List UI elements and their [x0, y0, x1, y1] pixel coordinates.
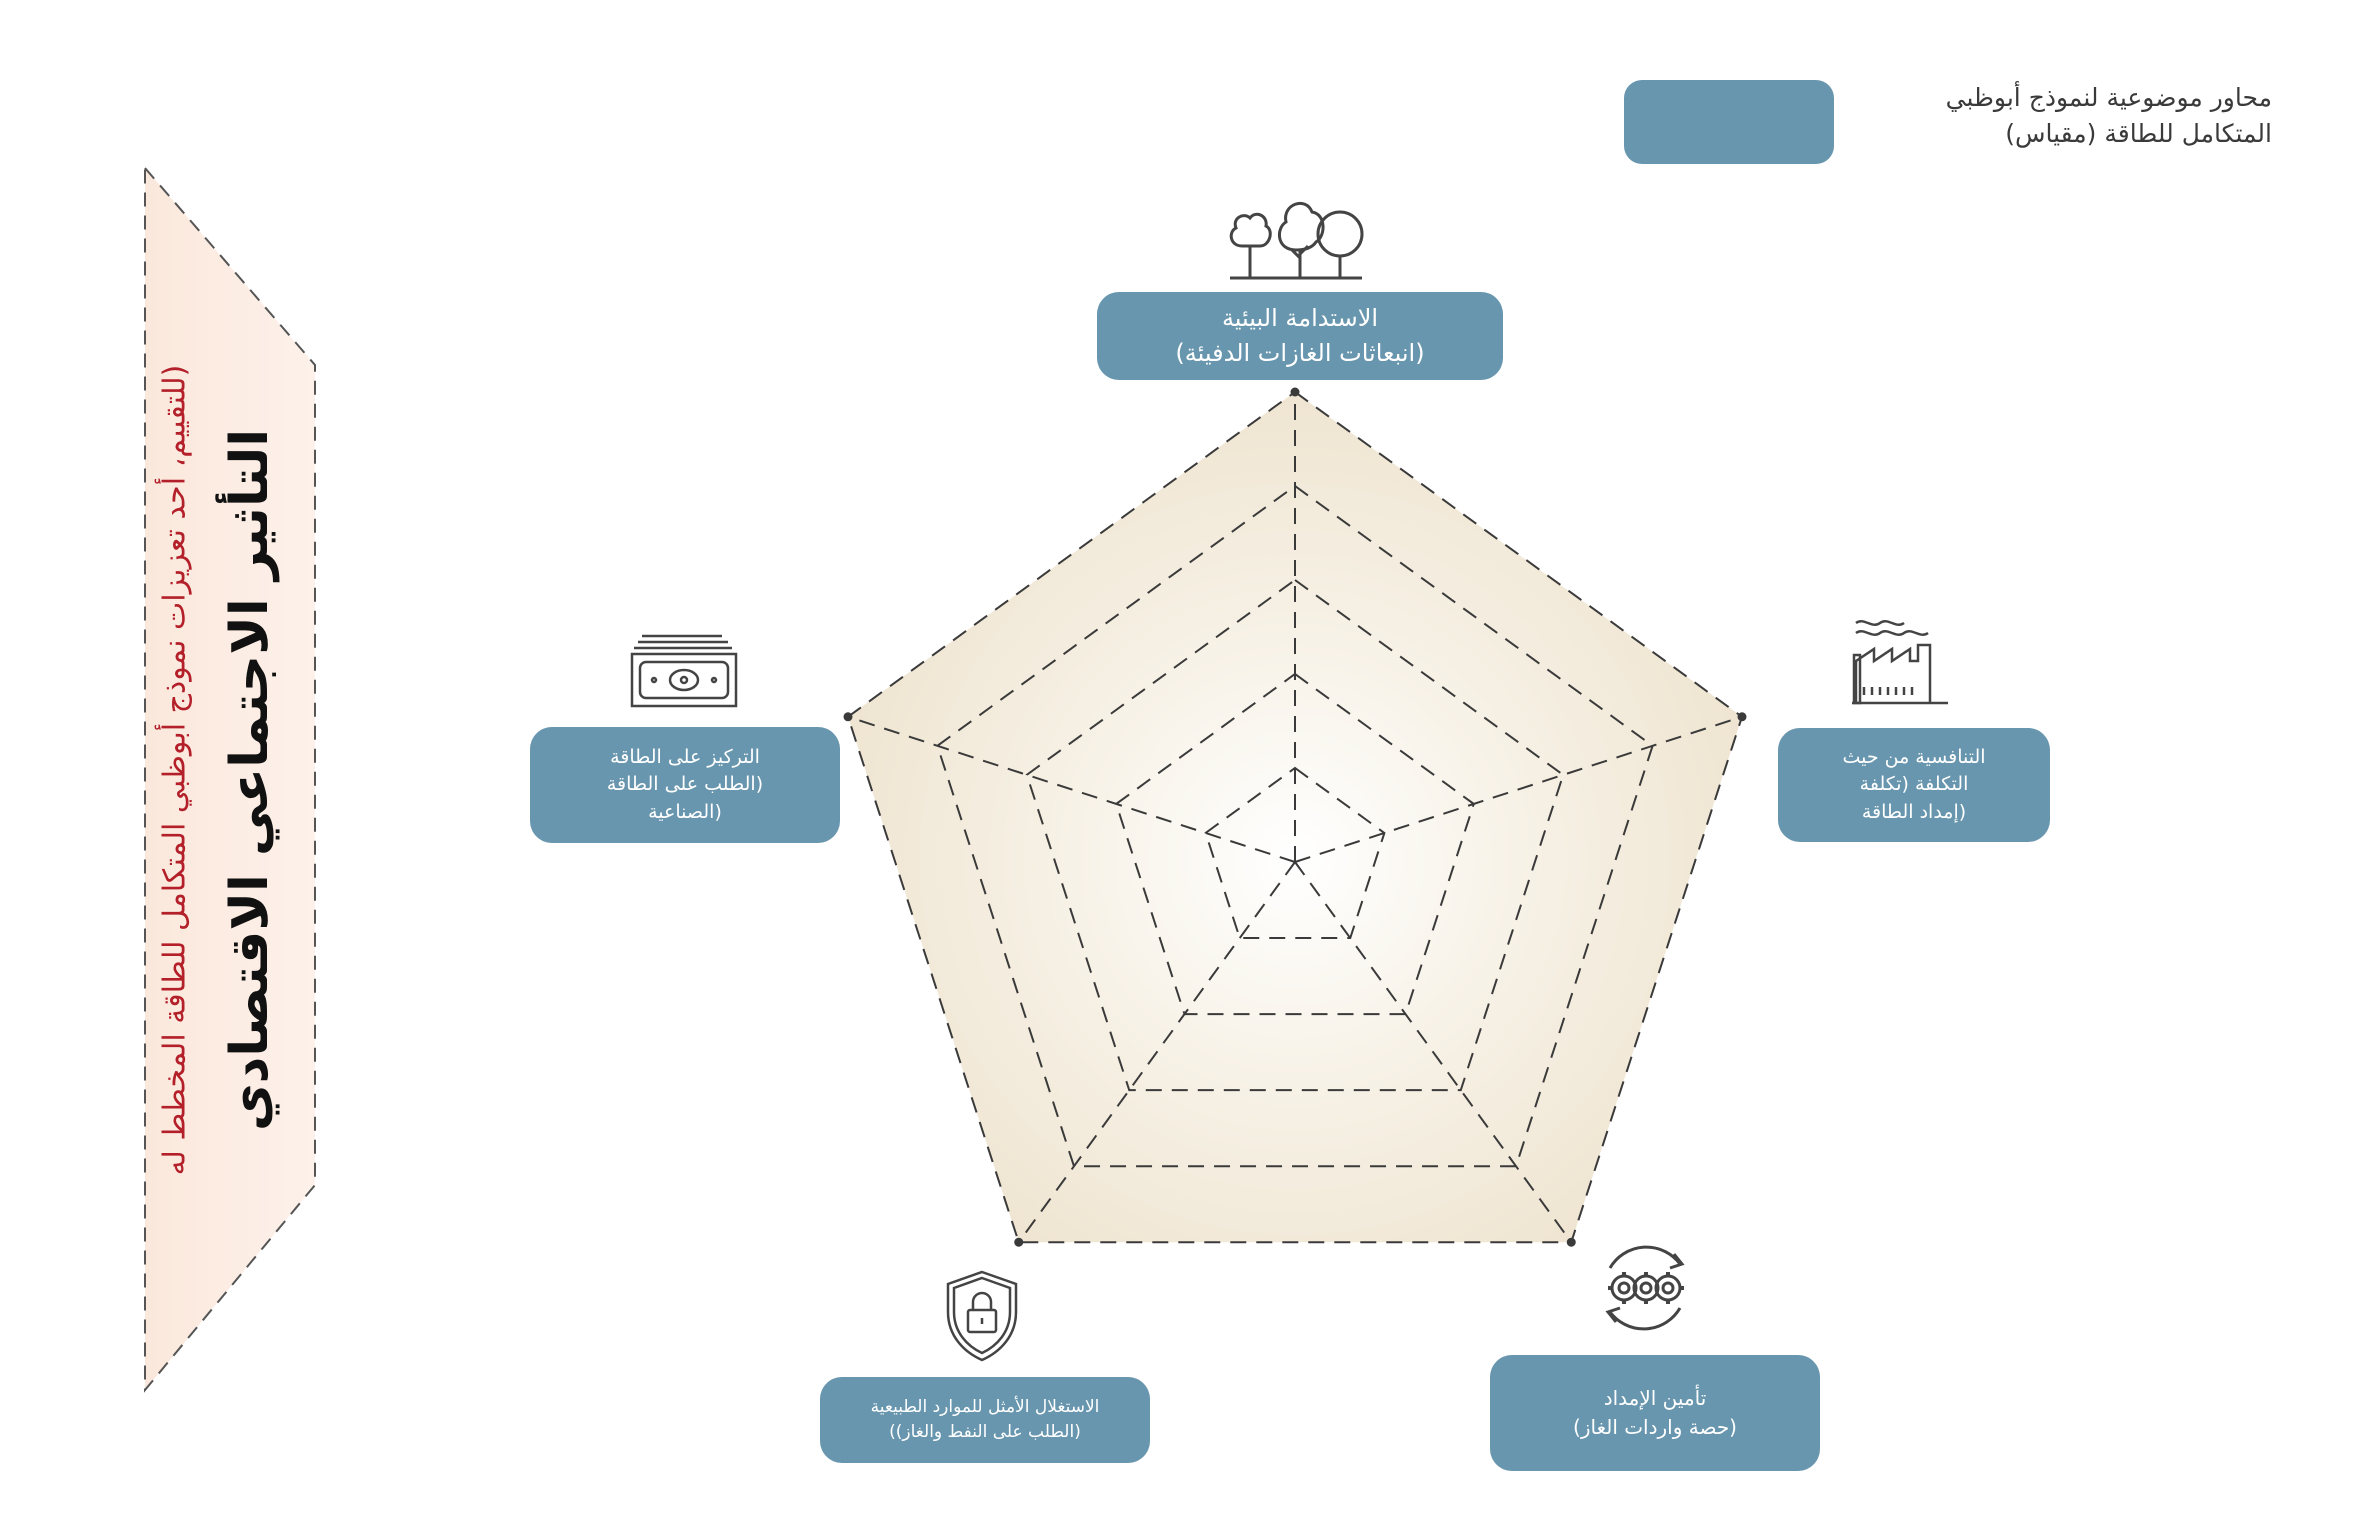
axis-label-line: تأمين الإمداد: [1603, 1386, 1707, 1410]
radar-vertex-dot: [1290, 387, 1300, 397]
side-banner-shape: [144, 165, 316, 1393]
radar-vertex-dots: [843, 387, 1747, 1247]
axis-label-line: التكلفة (تكلفة: [1859, 773, 1969, 796]
radar-spokes: [847, 392, 1743, 1243]
trees-icon: [1229, 201, 1364, 280]
radar-vertex-dot: [1566, 1237, 1576, 1247]
legend-label: محاور موضوعية لنموذج أبوظبي المتكامل للط…: [1852, 80, 2272, 153]
radar-ring: [1204, 766, 1386, 940]
axis-label-environmental-sustainability: الاستدامة البيئية (انبعاثات الغازات الدف…: [1097, 292, 1503, 380]
axis-label-line: (انبعاثات الغازات الدفيئة): [1175, 339, 1425, 367]
factory-icon: [1852, 620, 1948, 705]
radar-spoke: [847, 715, 1296, 863]
banknote-icon: [630, 634, 738, 708]
axis-label-line: الاستدامة البيئية: [1221, 304, 1379, 333]
radar-spoke: [1017, 861, 1296, 1243]
legend-line-2: المتكامل للطاقة (مقياس): [2005, 119, 2272, 149]
axis-label-line: (الصناعية: [648, 800, 722, 823]
axis-label-line: (الطلب على النفط والغاز)): [889, 1422, 1081, 1442]
radar-vertex-dot: [1737, 712, 1747, 722]
axis-label-energy-focus: التركيز على الطاقة (الطلب على الطاقة (ال…: [530, 727, 840, 843]
legend-swatch: [1624, 80, 1834, 164]
shield-lock-icon: [946, 1270, 1018, 1362]
radar-ring: [1025, 578, 1565, 1092]
legend-line-1: محاور موضوعية لنموذج أبوظبي: [1945, 83, 2272, 112]
axis-label-line: الاستغلال الأمثل للموارد الطبيعية: [870, 1397, 1100, 1418]
side-banner: [144, 165, 316, 1393]
axis-label-line: (حصة واردات الغاز): [1573, 1415, 1737, 1439]
axis-label-line: (الطلب على الطاقة: [606, 773, 764, 796]
radar-fill: [848, 392, 1742, 1243]
axis-label-line: (إمداد الطاقة: [1861, 800, 1967, 823]
radar-vertex-dot: [843, 712, 853, 722]
axis-label-cost-competitiveness: التنافسية من حيث التكلفة (تكلفة (إمداد ا…: [1778, 728, 2050, 842]
radar-ring: [936, 484, 1654, 1168]
axis-label-line: التنافسية من حيث: [1842, 745, 1986, 768]
axis-label-natural-resources: الاستغلال الأمثل للموارد الطبيعية (الطلب…: [820, 1377, 1150, 1463]
radar-ring: [1115, 672, 1475, 1016]
axis-label-supply-security: تأمين الإمداد (حصة واردات الغاز): [1490, 1355, 1820, 1471]
gears-icon: [1605, 1245, 1685, 1331]
radar-vertex-dot: [1014, 1237, 1024, 1247]
radar-rings: [846, 390, 1744, 1244]
radar-spoke: [1294, 715, 1743, 863]
axis-label-line: التركيز على الطاقة: [610, 745, 760, 768]
radar-ring: [846, 390, 1744, 1244]
radar-spoke: [1294, 861, 1573, 1243]
